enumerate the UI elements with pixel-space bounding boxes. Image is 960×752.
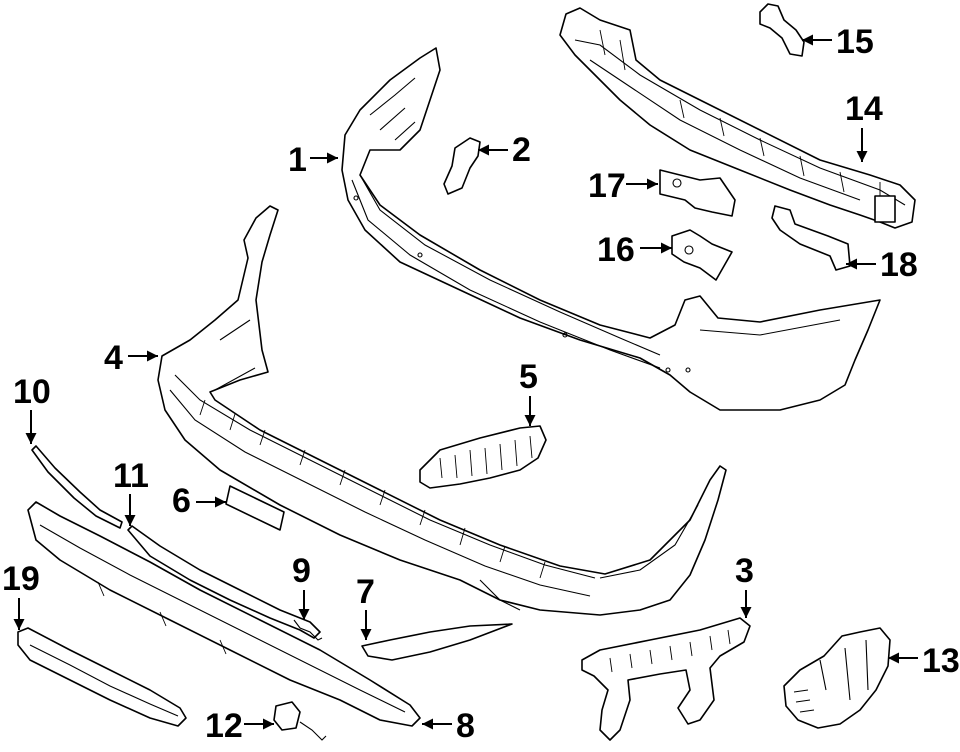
arrowhead-icon — [661, 242, 672, 254]
callout-label-10: 10 — [13, 373, 51, 411]
arrowhead-icon — [422, 718, 433, 730]
arrowhead-icon — [327, 152, 338, 164]
part-7-trim[interactable] — [361, 623, 513, 661]
callout-label-1: 1 — [288, 141, 307, 179]
callout-4[interactable]: 4 — [104, 339, 158, 377]
part-1-bumper-cover[interactable] — [341, 47, 881, 411]
callout-12[interactable]: 12 — [205, 707, 274, 745]
callout-7[interactable]: 7 — [356, 573, 375, 640]
arrowhead-icon — [888, 652, 899, 664]
callout-label-17: 17 — [588, 167, 626, 205]
arrowhead-icon — [360, 629, 372, 640]
arrowhead-icon — [846, 258, 857, 270]
callout-9[interactable]: 9 — [292, 552, 311, 620]
callout-18[interactable]: 18 — [846, 246, 918, 284]
callout-label-18: 18 — [880, 246, 918, 284]
callout-10[interactable]: 10 — [13, 373, 51, 444]
callout-label-15: 15 — [836, 23, 874, 61]
part-8-valance[interactable] — [27, 501, 421, 727]
arrowhead-icon — [524, 415, 536, 426]
callout-label-7: 7 — [356, 573, 375, 611]
callout-14[interactable]: 14 — [845, 90, 883, 162]
part-10-molding[interactable] — [31, 445, 123, 529]
arrowhead-icon — [124, 515, 136, 526]
callout-5[interactable]: 5 — [519, 358, 538, 426]
callout-3[interactable]: 3 — [735, 552, 754, 618]
callout-label-11: 11 — [113, 457, 149, 495]
callout-13[interactable]: 13 — [888, 642, 960, 680]
callout-6[interactable]: 6 — [172, 482, 226, 520]
callout-label-6: 6 — [172, 482, 191, 520]
part-4-lower-cover[interactable] — [157, 205, 727, 616]
callout-label-14: 14 — [845, 90, 883, 128]
part-3-side-bracket[interactable] — [581, 617, 751, 741]
callout-label-9: 9 — [292, 552, 311, 590]
part-17-bracket[interactable] — [659, 169, 736, 217]
arrowhead-icon — [856, 151, 868, 162]
part-15-bracket[interactable] — [759, 3, 805, 57]
part-9-harness[interactable] — [293, 619, 323, 641]
callout-label-4: 4 — [104, 339, 123, 377]
callout-15[interactable]: 15 — [802, 23, 874, 61]
callout-16[interactable]: 16 — [597, 231, 672, 269]
callout-label-12: 12 — [205, 707, 243, 745]
arrowhead-icon — [802, 34, 813, 46]
part-19-skid-plate[interactable] — [17, 627, 187, 727]
callout-label-3: 3 — [735, 552, 754, 590]
part-2-bracket[interactable] — [443, 137, 481, 195]
arrowhead-icon — [478, 144, 489, 156]
arrowhead-icon — [263, 718, 274, 730]
part-12-sensor[interactable] — [273, 701, 327, 741]
part-14-impact-bar[interactable] — [559, 7, 916, 229]
callout-2[interactable]: 2 — [478, 131, 531, 169]
callout-17[interactable]: 17 — [588, 167, 658, 205]
arrowhead-icon — [13, 619, 25, 630]
part-6-plate-bracket[interactable] — [225, 485, 285, 531]
callout-8[interactable]: 8 — [422, 707, 475, 745]
arrowhead-icon — [740, 607, 752, 618]
arrowhead-icon — [298, 609, 310, 620]
part-18-bracket[interactable] — [771, 205, 851, 271]
part-5-side-bracket[interactable] — [419, 425, 547, 489]
callout-label-5: 5 — [519, 358, 538, 396]
callout-11[interactable]: 11 — [113, 457, 149, 526]
arrowhead-icon — [25, 433, 37, 444]
callout-label-8: 8 — [456, 707, 475, 745]
callout-label-16: 16 — [597, 231, 635, 269]
arrowhead-icon — [215, 496, 226, 508]
part-11-molding[interactable] — [127, 525, 321, 639]
part-13-bracket[interactable] — [783, 627, 891, 729]
part-16-bracket[interactable] — [671, 229, 733, 281]
callout-label-13: 13 — [922, 642, 960, 680]
arrowhead-icon — [147, 350, 158, 362]
arrowhead-icon — [647, 178, 658, 190]
callout-1[interactable]: 1 — [288, 141, 338, 179]
callout-19[interactable]: 19 — [2, 560, 40, 630]
callout-label-19: 19 — [2, 560, 40, 598]
callout-label-2: 2 — [512, 131, 531, 169]
